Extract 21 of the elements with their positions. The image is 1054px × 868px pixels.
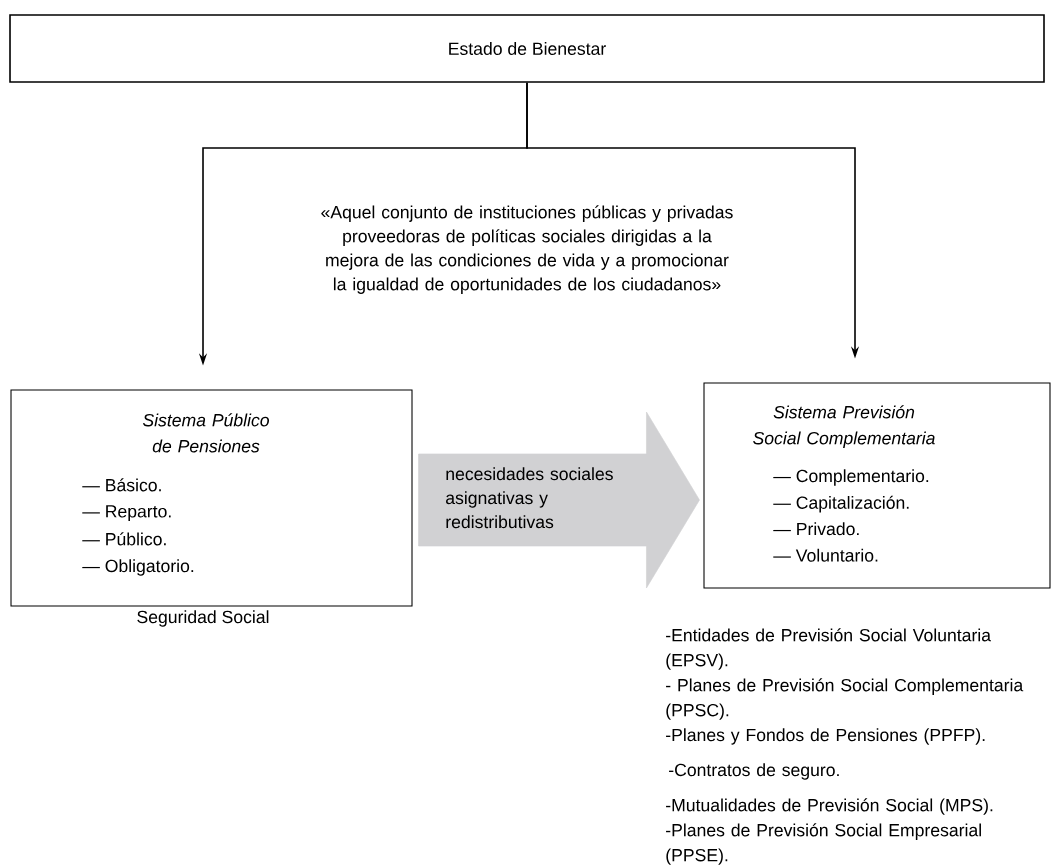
list-item: -Contratos de seguro. — [669, 763, 839, 780]
list-item: -Planes de Previsión Social Empresarial (PPSE). — [666, 823, 981, 865]
block-arrow — [418, 411, 700, 589]
list-item: — Básico. — [82, 478, 161, 492]
list-item: — Capitalización. — [773, 495, 909, 513]
box-caption: Seguridad Social — [137, 610, 269, 627]
list-item: — Obligatorio. — [82, 559, 194, 576]
list-item: — Público. — [82, 532, 166, 546]
arrow-label: necesidades sociales asignativas y redistributivas — [446, 467, 613, 529]
box-heading: Sistema Previsión Social Complementaria — [753, 405, 935, 448]
quote-text: «Aquel conjunto de instituciones públicas y privadas proveedoras de políticas sociales dirigidas a la mejora de las condiciones de vida y a promocionar la igualdad de oportunidades de los ciudadanos» — [321, 205, 733, 294]
list-item: — Privado. — [773, 522, 859, 536]
list-item: -Mutualidades de Previsión Social (MPS). — [666, 798, 993, 815]
list-item: -Planes y Fondos de Pensiones (PPFP). — [666, 728, 985, 745]
list-item: — Reparto. — [82, 505, 171, 522]
title-box: Estado de Bienestar — [9, 14, 1045, 83]
list-item: - Planes de Previsión Social Complementaria (PPSC). — [666, 678, 1024, 720]
list-item: — Complementario. — [773, 469, 929, 486]
box-heading: Sistema Público de Pensiones — [142, 413, 269, 453]
list-item: — Voluntario. — [773, 548, 878, 562]
list-item: -Entidades de Previsión Social Voluntaria (EPSV). — [666, 628, 991, 670]
